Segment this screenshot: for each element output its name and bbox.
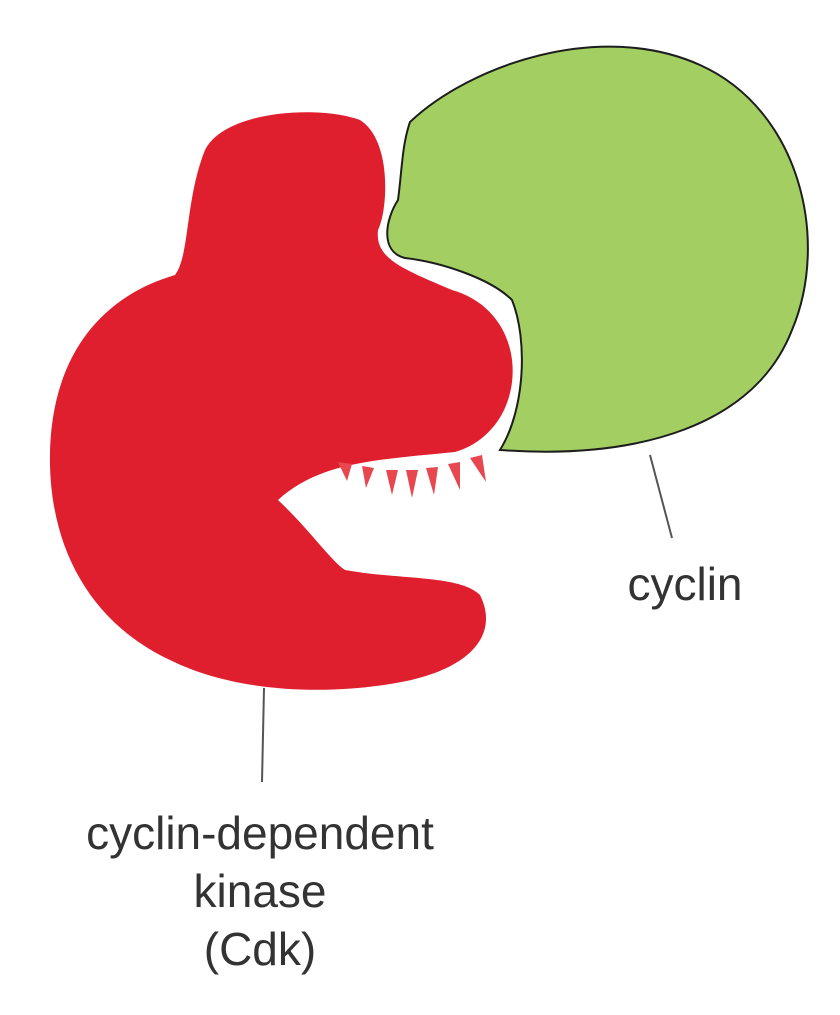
- binding-mark: [426, 467, 438, 495]
- cyclin-label: cyclin: [627, 558, 743, 610]
- cyclin-leader-line: [649, 454, 673, 539]
- binding-mark: [406, 470, 418, 498]
- cyclin-shape: [386, 45, 809, 453]
- binding-mark: [448, 462, 460, 490]
- cdk-label: cyclin-dependent kinase (Cdk): [10, 804, 510, 978]
- cdk-label-line-2: kinase: [193, 865, 327, 917]
- cdk-label-line-1: cyclin-dependent: [86, 807, 434, 859]
- binding-site-marks: [338, 455, 486, 498]
- cdk-leader-line: [261, 687, 265, 783]
- binding-mark: [470, 455, 486, 482]
- binding-mark: [386, 470, 398, 495]
- binding-mark: [362, 466, 374, 488]
- cdk-shape: [49, 112, 513, 690]
- binding-mark: [338, 462, 352, 481]
- cdk-label-line-3: (Cdk): [203, 923, 317, 975]
